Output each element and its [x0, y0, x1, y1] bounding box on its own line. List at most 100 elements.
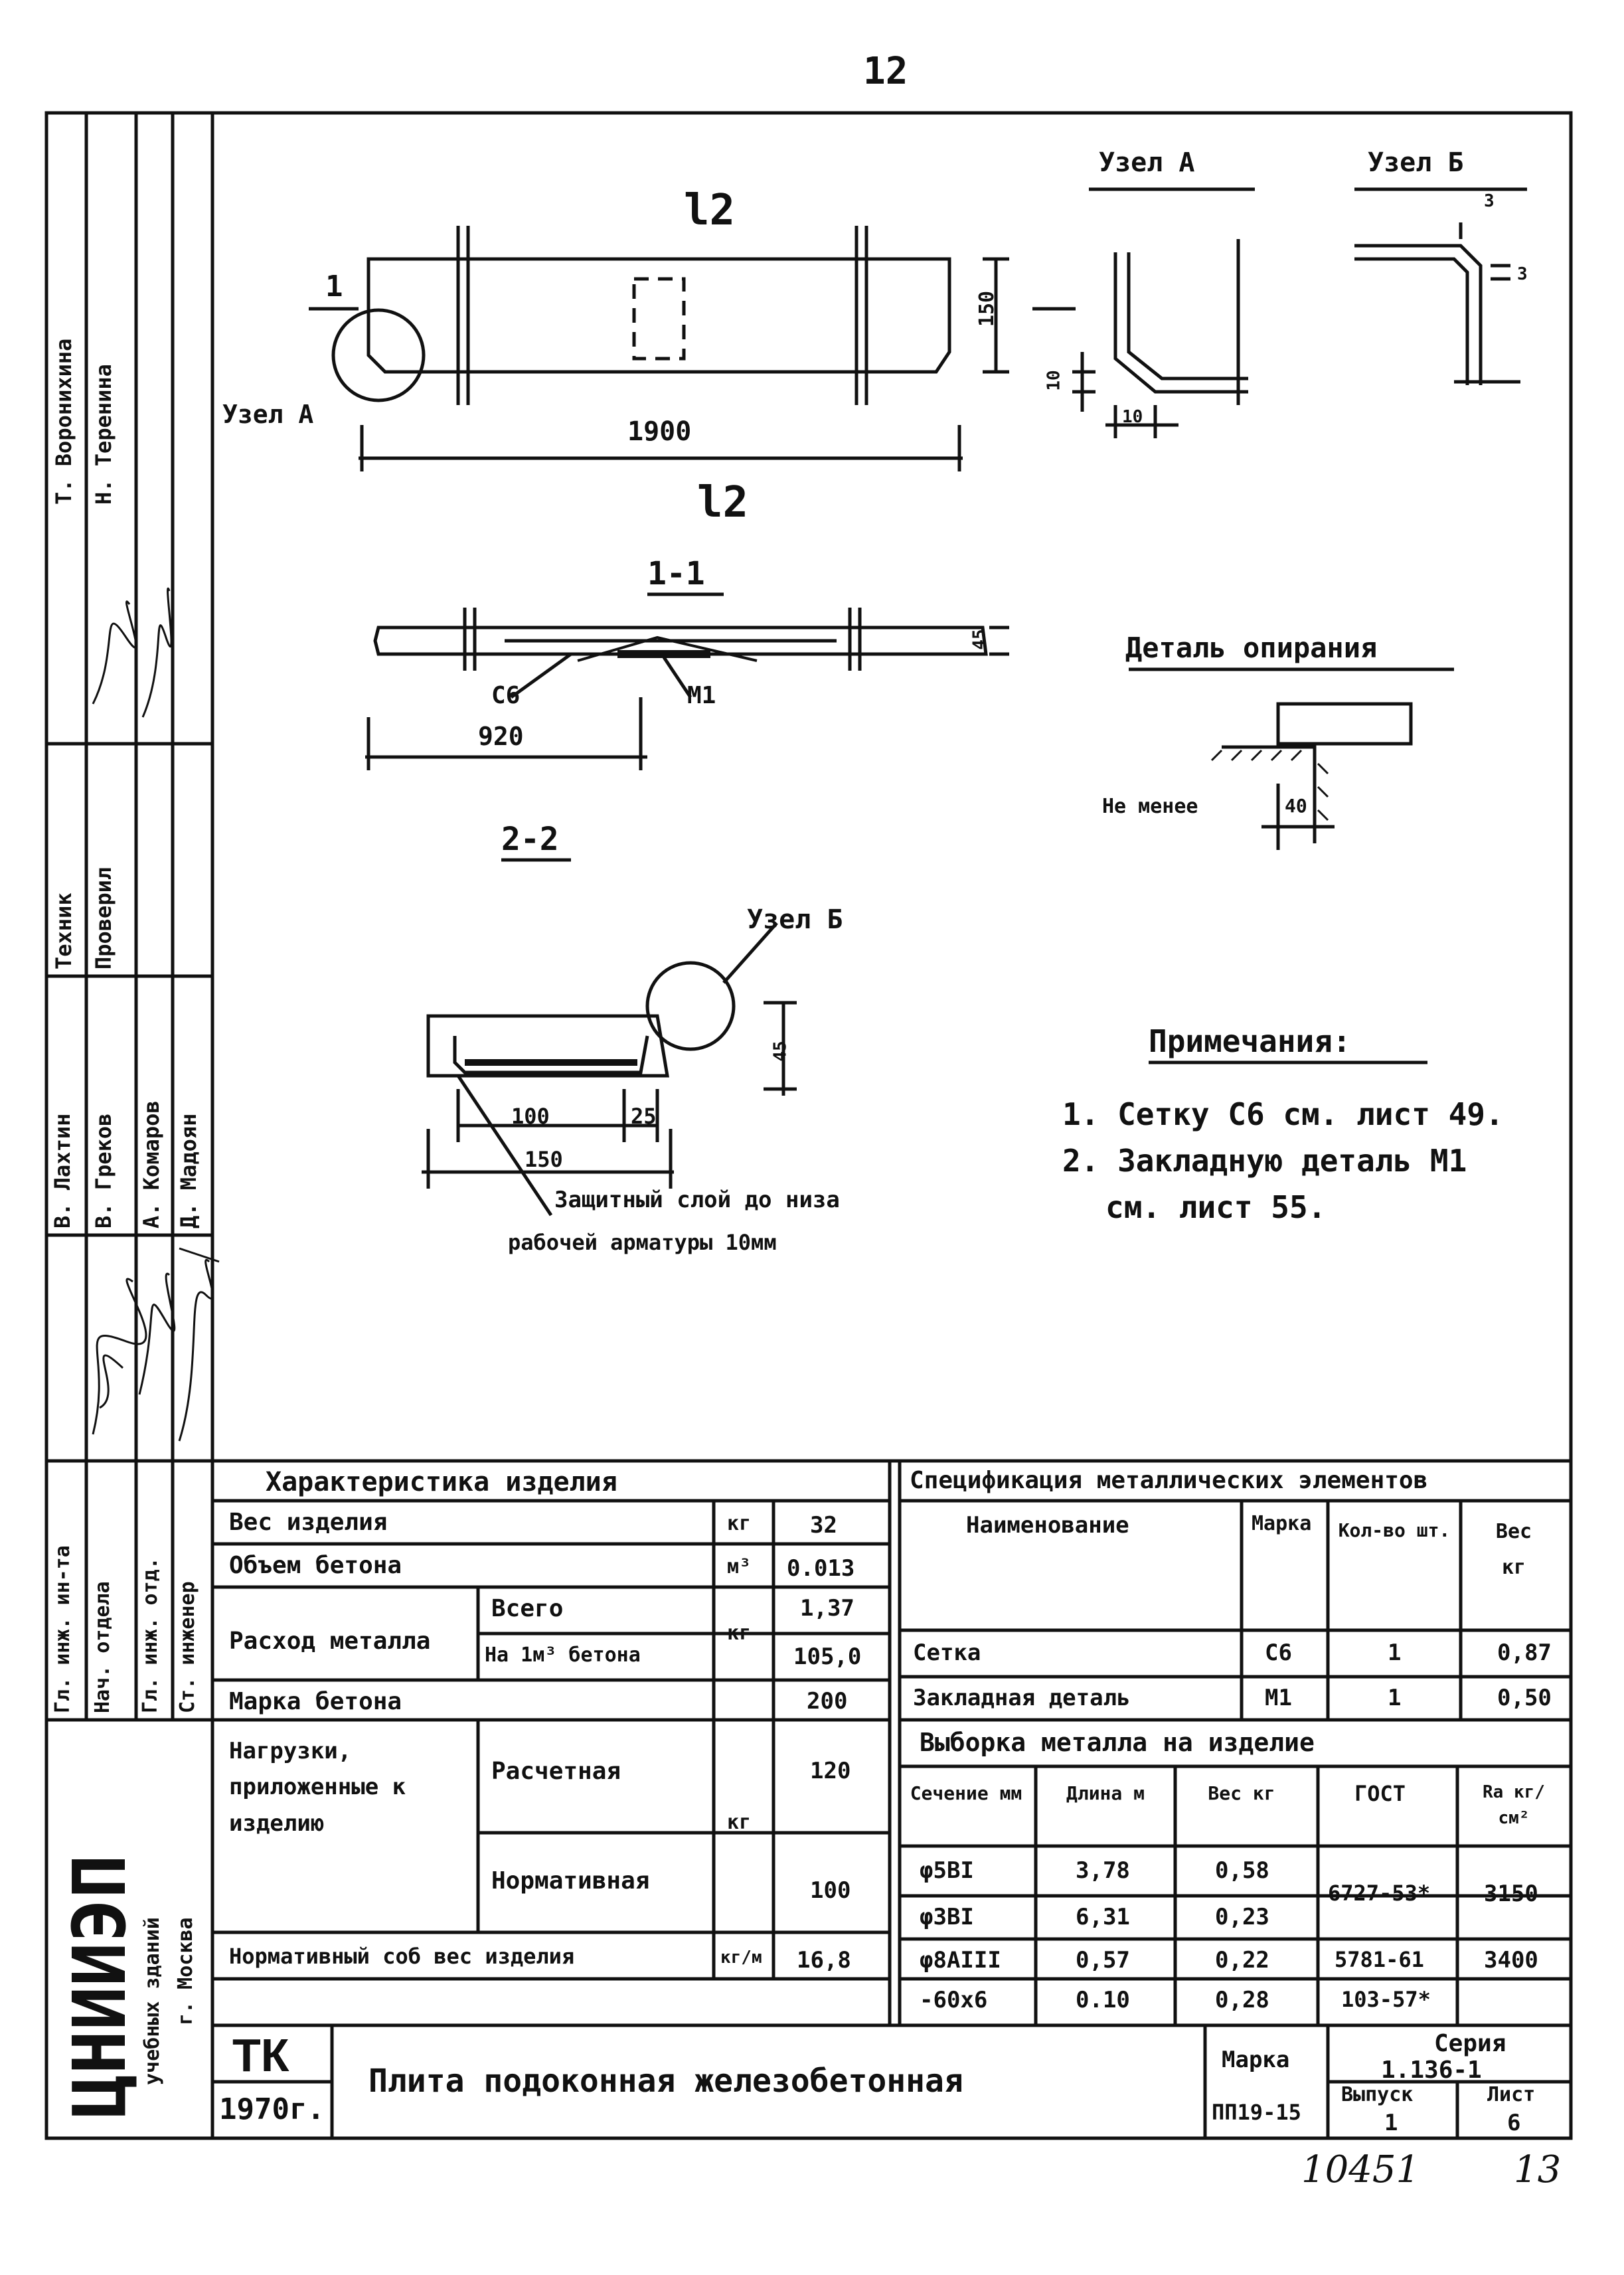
name-komarov: А. Комаров	[139, 1100, 164, 1228]
spec-row-2-weight: 0,50	[1497, 1685, 1552, 1711]
sel-row-4-section: -60х6	[920, 1987, 988, 2013]
sec22-dim-25: 25	[631, 1104, 657, 1129]
char-metal-value-total: 1,37	[800, 1595, 854, 1622]
sel-row-1-weight: 0,58	[1215, 1857, 1269, 1884]
sec11-m1-label: М1	[687, 682, 716, 709]
spec-header-name: Наименование	[966, 1512, 1129, 1539]
section-2-2-title: 2-2	[501, 821, 559, 858]
selection-title: Выборка металла на изделие	[920, 1728, 1315, 1757]
spec-row-1-name: Сетка	[913, 1640, 981, 1666]
sel-header-length: Длина м	[1066, 1782, 1145, 1804]
char-self-weight-value: 16,8	[797, 1947, 851, 1974]
protect-layer-line2: рабочей арматуры 10мм	[508, 1230, 777, 1255]
sel-row-4-length: 0.10	[1076, 1987, 1130, 2013]
name-voronikhina: Т. Воронихина	[51, 338, 76, 505]
sel-row-1-section: φ5ВI	[920, 1857, 974, 1884]
spec-title: Спецификация металлических элементов	[910, 1467, 1428, 1494]
char-loads-value-design: 120	[810, 1758, 851, 1784]
section-1-1-title: 1-1	[647, 555, 705, 592]
char-metal-sub-total: Всего	[491, 1595, 564, 1622]
char-loads-value-normative: 100	[810, 1877, 851, 1904]
sel-row-3-length: 0,57	[1076, 1947, 1130, 1974]
notes-line-2: 2. Закладную деталь М1	[1062, 1143, 1467, 1179]
name-grekov: В. Греков	[91, 1113, 116, 1228]
sel-row-1-ra: 3150	[1484, 1881, 1538, 1907]
role-chief-engineer-dept: Гл. инж. отд.	[139, 1557, 162, 1713]
char-volume-label: Объем бетона	[229, 1552, 402, 1579]
institute-sub-2: г. Москва	[174, 1917, 197, 2025]
title-block-sheet-value: 6	[1507, 2110, 1521, 2136]
title-block-year: 1970г.	[219, 2092, 325, 2126]
sec22-dim-150: 150	[525, 1147, 563, 1172]
char-weight-unit: кг	[727, 1512, 752, 1535]
support-dim: 40	[1285, 795, 1307, 817]
title-block-issue-label: Выпуск	[1341, 2083, 1414, 2106]
sel-header-gost: ГОСТ	[1354, 1781, 1406, 1806]
label-l2-bottom: l2	[697, 478, 749, 527]
sel-row-2-length: 6,31	[1076, 1904, 1130, 1930]
role-senior-engineer: Ст. инженер	[176, 1581, 199, 1713]
char-weight-value: 32	[810, 1512, 837, 1539]
protect-layer-line1: Защитный слой до низа	[554, 1187, 840, 1213]
char-weight-label: Вес изделия	[229, 1509, 388, 1536]
char-loads-label: Нагрузки, приложенные к изделию	[229, 1738, 406, 1837]
node-a-title: Узел А	[1099, 147, 1195, 178]
spec-row-1-weight: 0,87	[1497, 1640, 1552, 1666]
sec11-dim-920: 920	[478, 722, 524, 751]
char-metal-value-per-m3: 105,0	[793, 1643, 862, 1670]
sec22-dim-100: 100	[511, 1104, 550, 1129]
char-volume-value: 0.013	[787, 1555, 855, 1582]
sec11-dim-45: 45	[969, 629, 990, 650]
node-a-dim-10-v: 10	[1044, 370, 1064, 391]
spec-row-1-qty: 1	[1388, 1640, 1402, 1666]
node-b-title: Узел Б	[1368, 147, 1464, 178]
spec-header-mark: Марка	[1252, 1512, 1312, 1535]
char-loads-sub-design: Расчетная	[491, 1758, 621, 1785]
title-block-series-value: 1.136-1	[1381, 2057, 1482, 2084]
notes-line-1: 1. Сетку С6 см. лист 49.	[1062, 1096, 1504, 1132]
role-checked: Проверил	[91, 867, 116, 969]
name-lakhtin: В. Лахтин	[50, 1113, 75, 1228]
page-number: 12	[863, 50, 908, 93]
node-b-dim-3-b: 3	[1517, 264, 1528, 284]
char-loads-unit: кг	[727, 1811, 752, 1834]
spec-row-2-mark: М1	[1265, 1685, 1292, 1711]
sel-row-2-section: φ3ВI	[920, 1904, 974, 1930]
support-label: Не менее	[1102, 795, 1198, 818]
sel-row-3-weight: 0,22	[1215, 1947, 1269, 1974]
spec-header-weight: Вес кг	[1495, 1520, 1532, 1579]
node-b-dim-3-a: 3	[1484, 191, 1495, 211]
role-technician: Техник	[51, 892, 76, 969]
sel-header-ra: Ra кг/см²	[1483, 1782, 1545, 1828]
sel-row-3-gost: 5781-61	[1335, 1947, 1424, 1972]
title-block-issue-value: 1	[1384, 2110, 1398, 2136]
notes-line-3: см. лист 55.	[1105, 1189, 1327, 1225]
char-concrete-grade-label: Марка бетона	[229, 1688, 402, 1715]
footer-page-number: 13	[1514, 2148, 1562, 2191]
node-a-callout: Узел А	[222, 400, 314, 429]
name-terenina: Н. Теренина	[91, 364, 116, 505]
sel-row-2-weight: 0,23	[1215, 1904, 1269, 1930]
char-self-weight-label: Нормативный соб вес изделия	[229, 1944, 575, 1969]
char-volume-unit: м³	[727, 1555, 752, 1578]
footer-archive-number: 10451	[1301, 2148, 1420, 2191]
spec-row-1-mark: С6	[1265, 1640, 1292, 1666]
sel-row-3-ra: 3400	[1484, 1947, 1538, 1974]
support-title: Деталь опирания	[1125, 632, 1378, 664]
node-a-dim-10-h: 10	[1122, 407, 1143, 427]
characteristics-title: Характеристика изделия	[266, 1467, 617, 1497]
sec11-c6-label: С6	[491, 682, 521, 709]
char-metal-label: Расход металла	[229, 1628, 431, 1655]
sec22-node-b-label: Узел Б	[747, 904, 843, 935]
spec-row-2-qty: 1	[1388, 1685, 1402, 1711]
sel-row-1-gost: 6727-53*	[1328, 1881, 1431, 1906]
notes-title: Примечания:	[1149, 1023, 1351, 1059]
role-chief-engineer-institute: Гл. инж. ин-та	[51, 1545, 74, 1713]
spec-header-qty: Кол-во шт.	[1338, 1519, 1451, 1541]
title-block-title: Плита подоконная железобетонная	[368, 2063, 963, 2100]
sel-row-4-gost: 103-57*	[1341, 1987, 1431, 2012]
cut-marker-1: 1	[325, 270, 343, 303]
title-block-tk: ТК	[232, 2029, 289, 2081]
label-l2-top: l2	[684, 186, 736, 235]
